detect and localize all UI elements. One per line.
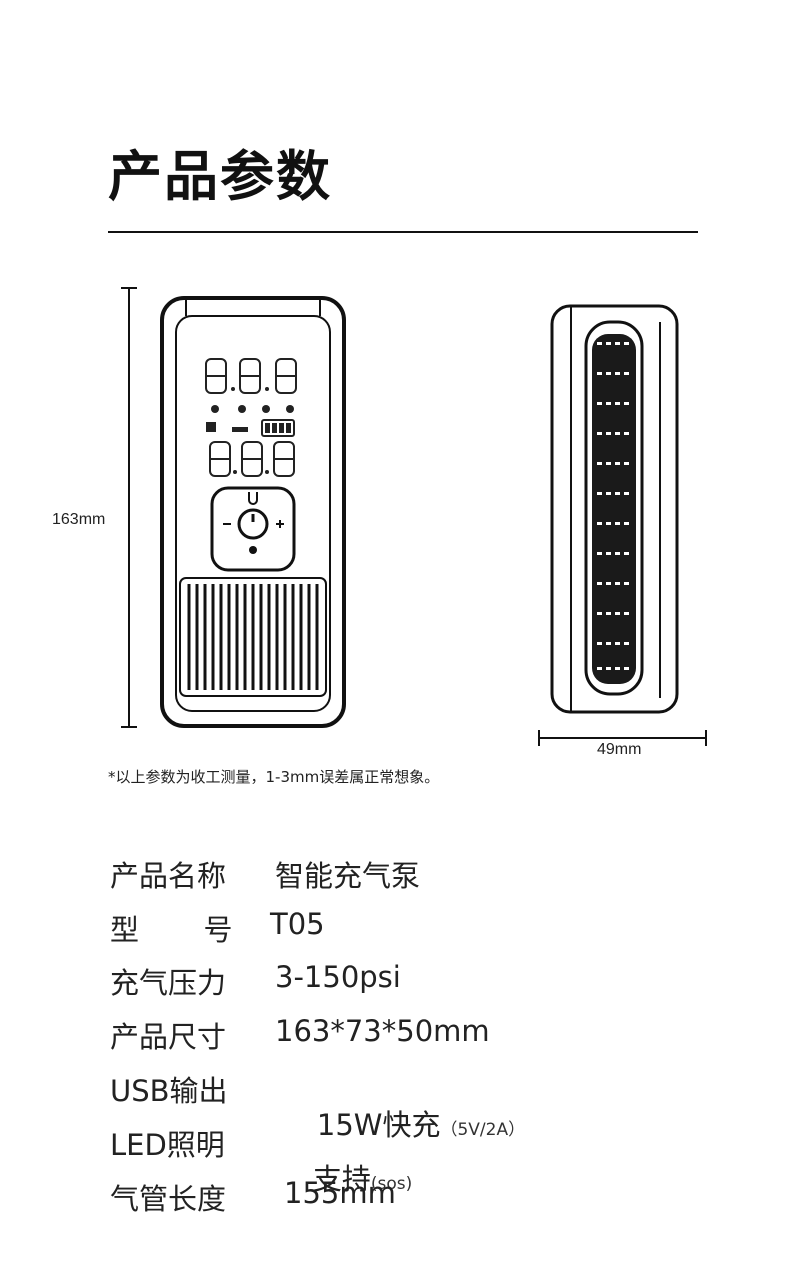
spec-key: 产品尺寸 xyxy=(110,1020,227,1054)
device-side-view xyxy=(550,304,679,714)
spec-key: LED照明 xyxy=(110,1128,225,1162)
lcd-indicators xyxy=(206,387,294,474)
spec-key: 气管长度 xyxy=(110,1182,227,1216)
side-grille-pattern xyxy=(592,334,636,684)
height-dimension-line xyxy=(121,287,137,728)
height-label: 163mm xyxy=(52,511,106,528)
title-divider xyxy=(108,231,698,233)
spec-key: USB输出 xyxy=(110,1074,228,1108)
spec-value: 智能充气泵 xyxy=(275,859,421,893)
lcd-display xyxy=(205,358,297,477)
light-button-icon xyxy=(249,546,257,554)
spec-value-sub: (sos) xyxy=(370,1174,413,1194)
spec-value: 163*73*50mm xyxy=(275,1014,490,1048)
spec-value: 3-150psi xyxy=(275,960,401,994)
spec-key: 产品名称 xyxy=(110,859,227,893)
width-label: 49mm xyxy=(597,741,642,758)
side-grille-holes xyxy=(597,342,629,670)
product-diagram xyxy=(121,287,707,746)
spec-value: 支持 xyxy=(312,1162,371,1196)
spec-value: 15W快充 xyxy=(316,1108,441,1142)
width-dimension-line xyxy=(538,730,707,746)
measurement-note: *以上参数为收工测量，1-3mm误差属正常想象。 xyxy=(108,768,440,786)
spec-value-sub: （5V/2A） xyxy=(440,1120,526,1140)
device-front-view xyxy=(160,296,346,728)
spec-key: 充气压力 xyxy=(110,966,227,1000)
spec-value: T05 xyxy=(270,907,325,941)
spec-value: 155mm xyxy=(284,1176,396,1210)
page-title: 产品参数 xyxy=(108,145,332,208)
spec-key: 型 号 xyxy=(110,913,233,947)
